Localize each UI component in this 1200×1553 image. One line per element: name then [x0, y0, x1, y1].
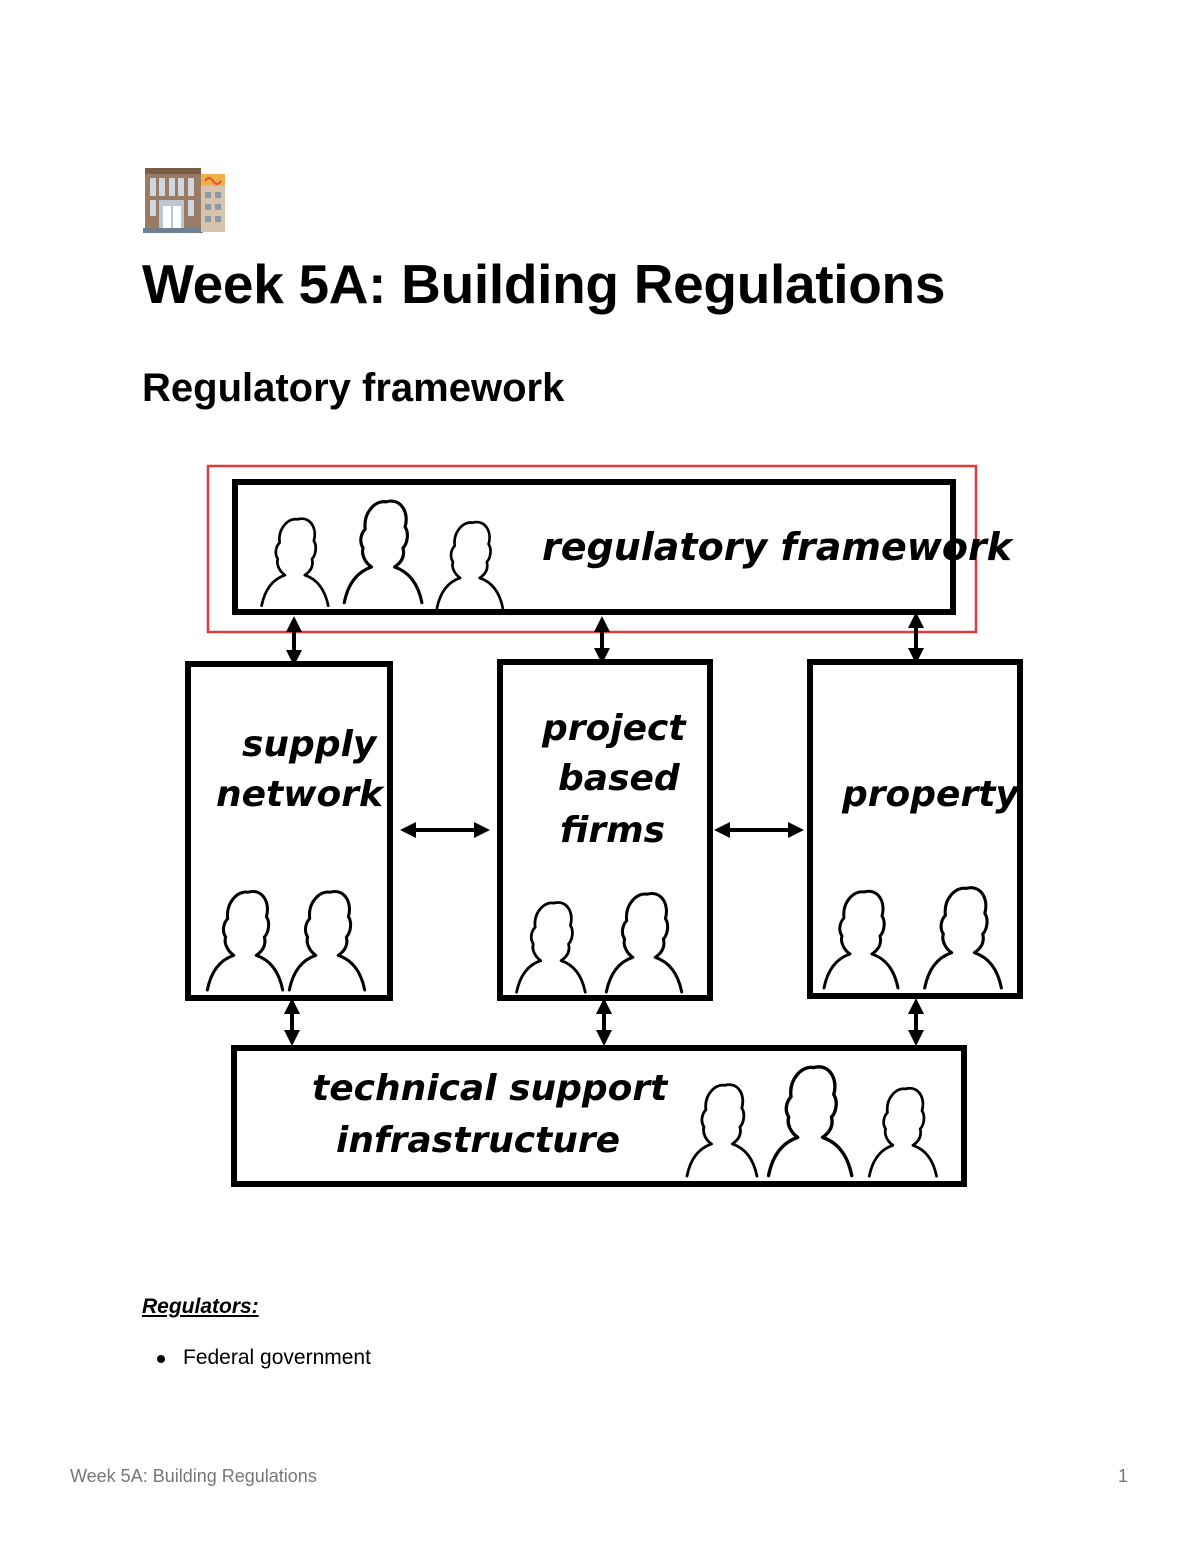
arrows-top — [286, 612, 924, 666]
property-label: property — [841, 774, 1020, 815]
property-box: property — [807, 659, 1023, 999]
supply-network-label-line2: network — [216, 774, 385, 815]
page-title: Week 5A: Building Regulations — [142, 253, 946, 315]
list-item: Federal government — [142, 1343, 371, 1373]
technical-support-infrastructure-box: technical support infrastructure — [231, 1045, 967, 1187]
technical-support-label-line1: technical support — [312, 1068, 669, 1109]
technical-support-label-line2: infrastructure — [336, 1120, 620, 1161]
regulatory-framework-label: regulatory framework — [542, 525, 1015, 569]
highlight-frame — [206, 464, 978, 634]
supply-network-label-line1: supply — [242, 724, 378, 765]
office-building-icon — [143, 168, 225, 233]
project-based-firms-label-line2: based — [558, 758, 681, 799]
page-number: 1 — [1117, 1466, 1128, 1486]
arrows-bottom — [284, 998, 924, 1046]
regulators-heading: Regulators: — [142, 1295, 259, 1318]
supply-network-box: supply network — [185, 661, 393, 1001]
section-heading: Regulatory framework — [142, 366, 565, 410]
footer-title: Week 5A: Building Regulations — [70, 1466, 317, 1486]
project-based-firms-label-line1: project — [541, 708, 687, 749]
project-based-firms-label-line3: firms — [560, 810, 665, 851]
regulators-list: Federal government — [142, 1343, 371, 1373]
project-based-firms-box: project based firms — [497, 659, 713, 1001]
regulatory-framework-box: regulatory framework — [232, 479, 1015, 615]
regulatory-framework-diagram: regulatory framework supply network proj… — [185, 464, 1023, 1187]
